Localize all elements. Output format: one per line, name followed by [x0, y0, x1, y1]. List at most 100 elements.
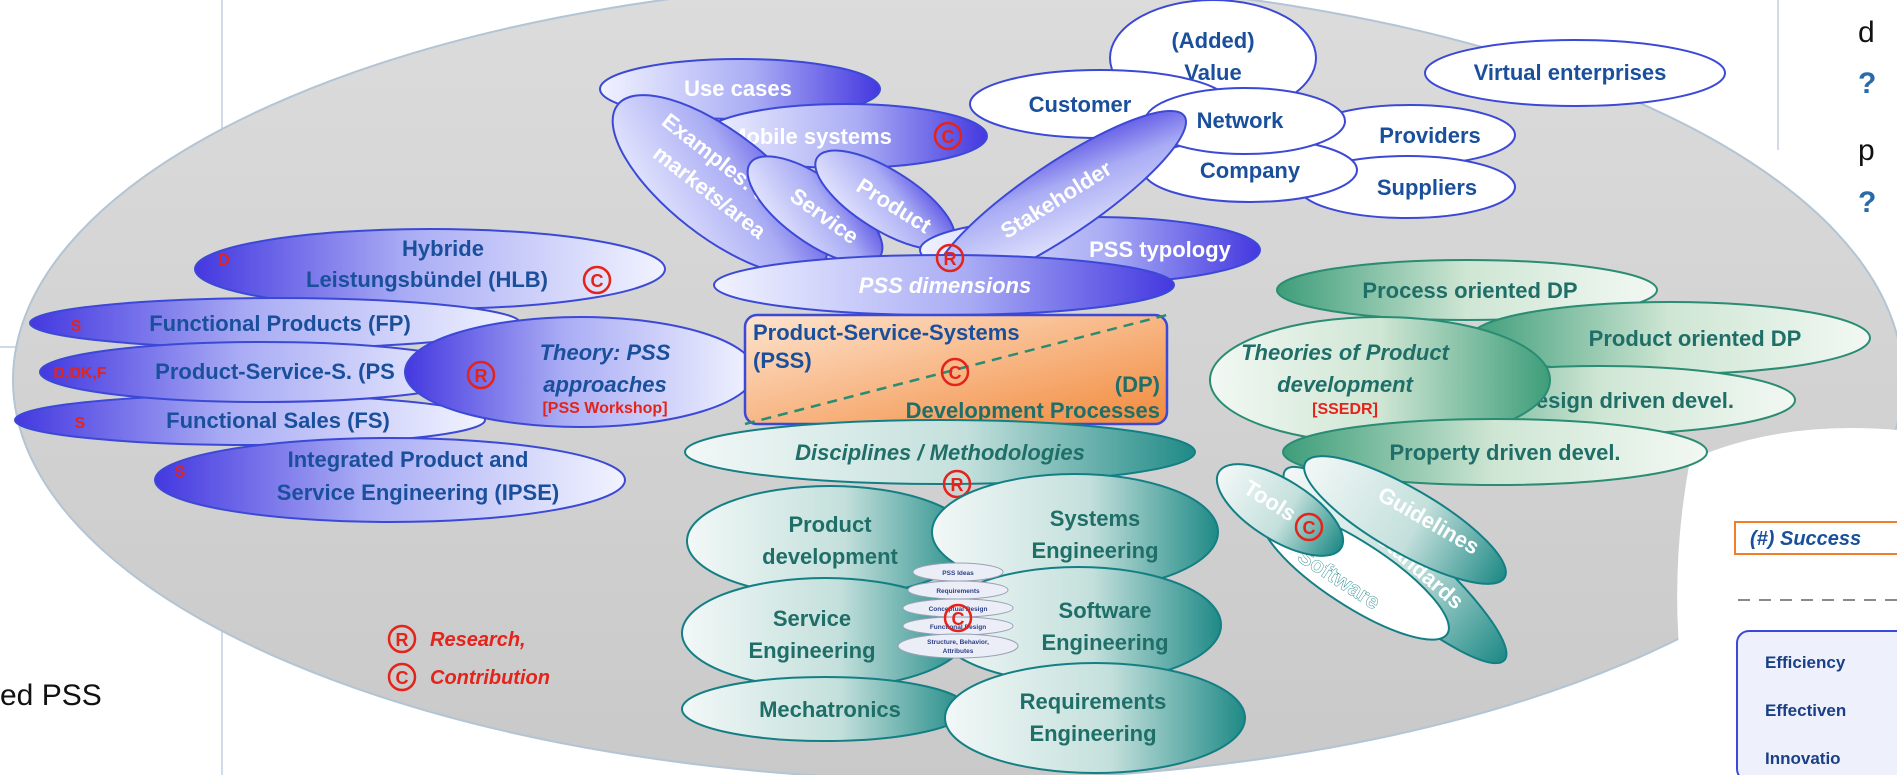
- legend-research-label: Research,: [430, 629, 526, 651]
- ipse-node: [154, 437, 626, 523]
- center-box: Product-Service-Systems (PSS) (DP) Devel…: [743, 313, 1169, 426]
- legend-contribution-letter: C: [396, 668, 409, 688]
- center-dp-label: Development Processes: [906, 398, 1160, 423]
- mobile-systems-label: Mobile systems: [728, 124, 892, 149]
- contribution-marker-center-letter: C: [949, 363, 962, 383]
- research-marker-theory: [466, 360, 496, 390]
- pss-workshop-label: [PSS Workshop]: [542, 400, 667, 417]
- process-stack: PSS Ideas Requirements Conceptual Design…: [897, 562, 1019, 659]
- right-fragment-2: ?: [1858, 67, 1876, 100]
- service-eng-label-1: Service: [773, 606, 851, 631]
- contribution-marker-hlb-letter: C: [591, 271, 604, 291]
- use-cases-label: Use cases: [684, 76, 792, 101]
- stack-label-4: Functional Design: [930, 624, 986, 631]
- research-marker-dimensions-letter: R: [944, 249, 957, 269]
- research-marker-theory-letter: R: [475, 366, 488, 386]
- hlb-prefix: D: [218, 252, 230, 269]
- product-oriented-label: Product oriented DP: [1589, 326, 1802, 351]
- stack-label-6: Attributes: [943, 648, 974, 655]
- fp-label-text: Functional Products (FP): [149, 311, 411, 336]
- stack-label-5: Structure, Behavior,: [927, 639, 989, 646]
- mechatronics-label: Mechatronics: [759, 697, 901, 722]
- criteria-item-2: Effectiven: [1765, 701, 1846, 720]
- contribution-marker-mobile-letter: C: [942, 127, 955, 147]
- center-diagonal: [744, 313, 1168, 426]
- fs-label: Functional Sales (FS): [166, 408, 390, 433]
- stack-disc-5: [897, 633, 1019, 659]
- legend: R Research, C Contribution: [387, 624, 550, 692]
- fs-prefix: S: [75, 415, 86, 432]
- right-panel: d ? p ? (#) Success Efficiency Effective…: [1734, 16, 1897, 775]
- customer-label: Customer: [1029, 92, 1132, 117]
- success-box: [1734, 521, 1897, 555]
- left-fragment-text: ed PSS: [0, 679, 102, 712]
- ipse-label-2: Service Engineering (IPSE): [277, 480, 559, 505]
- criteria-item-1: Efficiency: [1765, 653, 1846, 672]
- disciplines-label: Disciplines / Methodologies: [795, 440, 1085, 465]
- software-eng-label-2: Engineering: [1041, 630, 1168, 655]
- requirements-eng-label-2: Engineering: [1029, 721, 1156, 746]
- systems-eng-label-2: Engineering: [1031, 538, 1158, 563]
- providers-label: Providers: [1379, 123, 1481, 148]
- property-driven-label: Property driven devel.: [1389, 440, 1620, 465]
- contribution-marker-mobile: [933, 121, 963, 151]
- contribution-marker-center: [940, 357, 970, 387]
- software-eng-label-1: Software: [1059, 598, 1152, 623]
- theory-label-2: approaches: [543, 372, 667, 397]
- right-fragment-3: p: [1858, 134, 1875, 167]
- pss-dimensions-label: PSS dimensions: [859, 273, 1031, 298]
- research-marker-disciplines-letter: R: [951, 475, 964, 495]
- virtual-enterprises-label: Virtual enterprises: [1474, 60, 1667, 85]
- virtual-enterprises-node: [1424, 39, 1726, 107]
- suppliers-label: Suppliers: [1377, 175, 1477, 200]
- process-oriented-label: Process oriented DP: [1362, 278, 1577, 303]
- ipse-prefix: S: [175, 464, 186, 481]
- legend-research-letter: R: [396, 630, 409, 650]
- pss-prefix: D,DK,F: [53, 365, 107, 382]
- hlb-label-2: Leistungsbündel (HLB): [306, 267, 548, 292]
- requirements-eng-node: [944, 662, 1246, 774]
- service-eng-label-2: Engineering: [748, 638, 875, 663]
- research-marker-dimensions: [935, 243, 965, 273]
- dimensions-cluster: Use cases Mobile systems Examples: diff.…: [599, 58, 1261, 316]
- process-oriented-node: [1276, 259, 1658, 321]
- guidelines-node: [1303, 455, 1507, 585]
- network-label: Network: [1197, 108, 1285, 133]
- research-marker-disciplines: [942, 469, 972, 499]
- systems-eng-label-1: Systems: [1050, 506, 1141, 531]
- ssedr-label: [SSEDR]: [1312, 401, 1378, 418]
- theories-label-1: Theories of Product: [1241, 340, 1450, 365]
- criteria-box: [1736, 630, 1897, 775]
- contribution-marker-stack-letter: C: [952, 609, 965, 629]
- legend-research-symbol: [387, 624, 417, 654]
- design-driven-label: Design driven devel.: [1520, 388, 1734, 413]
- property-driven-node: [1282, 418, 1708, 486]
- added-value-label-1: (Added): [1171, 28, 1254, 53]
- right-fragment-4: ?: [1858, 186, 1876, 219]
- stack-label-2: Requirements: [936, 588, 980, 595]
- pss-typology-label: PSS typology: [1089, 237, 1232, 262]
- ipse-label-1: Integrated Product and: [288, 447, 529, 472]
- dev-processes-cluster: Process oriented DP Product oriented DP …: [1209, 259, 1871, 486]
- legend-contribution-symbol: [387, 662, 417, 692]
- right-fragment-1: d: [1858, 16, 1875, 49]
- theories-label-2: development: [1277, 372, 1414, 397]
- contribution-marker-hlb: [582, 265, 612, 295]
- center-dp-abbr: (DP): [1115, 372, 1160, 397]
- product-dev-label-2: development: [762, 544, 898, 569]
- pss-approaches-cluster: D Hybride Leistungsbündel (HLB) S S Func…: [14, 228, 756, 523]
- pss-approach-label: Product-Service-S. (PS: [155, 359, 395, 384]
- disciplines-cluster: Disciplines / Methodologies R Product de…: [681, 419, 1246, 774]
- contribution-marker-tools-letter: C: [1303, 518, 1316, 538]
- center-pss-label-1: Product-Service-Systems: [753, 320, 1020, 345]
- criteria-item-3: Innovatio: [1765, 749, 1841, 768]
- product-dev-label-1: Product: [788, 512, 872, 537]
- fp-prefix: S: [71, 318, 82, 335]
- contribution-marker-tools: [1294, 512, 1324, 542]
- stack-label-1: PSS Ideas: [942, 570, 974, 577]
- success-label: (#) Success: [1750, 528, 1861, 550]
- hlb-label-1: Hybride: [402, 236, 484, 261]
- contribution-marker-stack: [943, 603, 973, 633]
- center-pss-label-2: (PSS): [753, 348, 812, 373]
